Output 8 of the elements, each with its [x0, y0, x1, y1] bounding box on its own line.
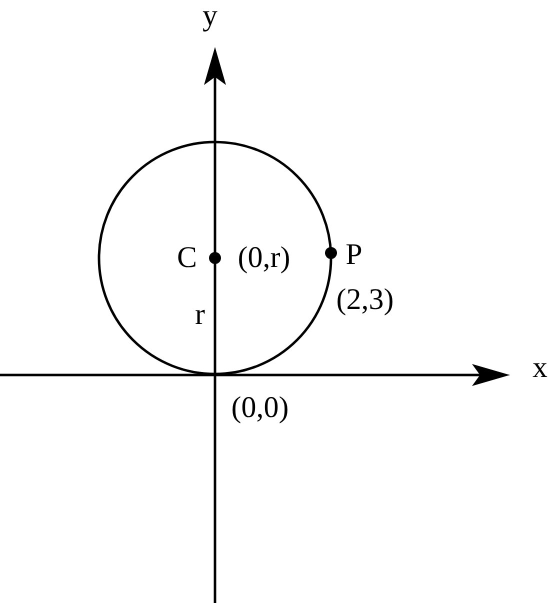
- radius-label: r: [195, 300, 205, 330]
- point-label: C: [177, 243, 197, 273]
- axis-label: y: [202, 1, 218, 31]
- point-label: P: [346, 240, 362, 270]
- coordinate-label: (0,r): [238, 243, 290, 273]
- coordinate-label: (0,0): [231, 393, 289, 423]
- axis-label: x: [532, 353, 548, 383]
- coordinate-label: (2,3): [336, 285, 394, 315]
